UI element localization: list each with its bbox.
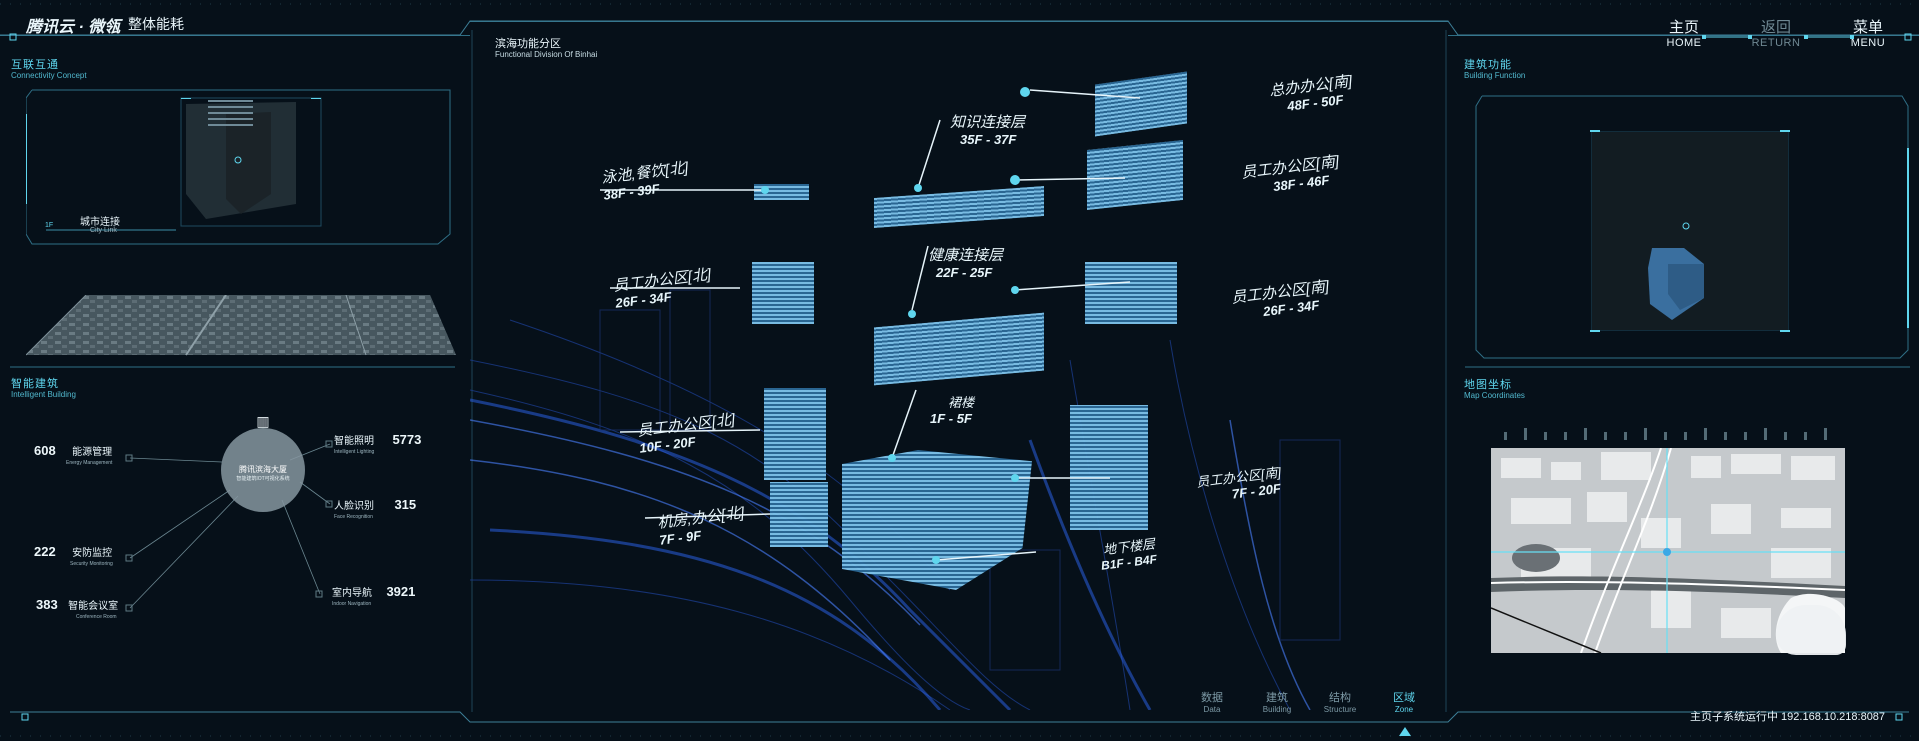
zone-knowledge-layer[interactable]: 知识连接层 35F - 37F — [950, 111, 1025, 147]
stat-security-value: 222 — [34, 544, 56, 559]
city-link-label: 城市连接 — [80, 217, 120, 228]
city-link-marker: 1F — [45, 222, 54, 229]
tab-structure[interactable]: 结构 Structure — [1315, 689, 1365, 714]
tab-building-label: 建筑 — [1266, 692, 1288, 704]
stat-energy-value: 608 — [34, 443, 56, 458]
stat-lighting-value: 5773 — [392, 432, 422, 447]
center-subtitle: Functional Division Of Binhai — [495, 50, 598, 59]
zone-knowledge-name: 知识连接层 — [950, 114, 1026, 131]
building-office-north-26 — [752, 262, 814, 324]
nav-return-en: RETURN — [1751, 37, 1801, 49]
nav-home-en: HOME — [1666, 37, 1702, 49]
nav-return[interactable]: 返回 RETURN — [1751, 16, 1801, 49]
stat-energy-en: Energy Management — [66, 460, 113, 466]
stat-face-label: 人脸识别 — [334, 501, 374, 512]
stat-conference-label: 智能会议室 — [68, 601, 119, 612]
tab-building[interactable]: 建筑 Building — [1255, 689, 1299, 714]
map-coordinates-subtitle: Map Coordinates — [1464, 391, 1525, 400]
tab-data-label: 数据 — [1201, 692, 1223, 704]
hub-subtitle: 智能建筑IOT可视化系统 — [236, 476, 290, 482]
stat-conference-value: 383 — [36, 597, 58, 612]
center-title: 滨海功能分区 — [495, 38, 561, 50]
pin-cloud-icon — [1776, 605, 1846, 655]
stat-security-en: Security Monitoring — [70, 561, 113, 567]
nav-menu-label: 菜单 — [1852, 19, 1883, 36]
stat-face[interactable]: 人脸识别 315 Face Recognition — [334, 496, 444, 520]
stat-lighting[interactable]: 智能照明 5773 Intelligent Lighting — [334, 431, 444, 455]
nav-menu[interactable]: 菜单 MENU — [1848, 16, 1888, 49]
system-status: 主页子系统运行中 192.168.10.218:8087 — [1690, 711, 1886, 723]
hub-building-icon: ▥ — [256, 413, 270, 429]
tab-structure-en: Structure — [1323, 705, 1357, 714]
intelligent-building-subtitle: Intelligent Building — [11, 390, 76, 399]
nav-home[interactable]: 主页 HOME — [1664, 16, 1704, 49]
stat-energy[interactable]: 608 能源管理 Energy Management — [34, 442, 134, 466]
stat-lighting-label: 智能照明 — [334, 436, 374, 447]
building-server-north — [770, 482, 828, 547]
intelligent-building-title: 智能建筑 — [11, 378, 59, 390]
building-office-north-10 — [764, 388, 826, 480]
hub-connectors — [125, 428, 333, 612]
building-function-subtitle: Building Function — [1464, 71, 1526, 80]
tab-zone-en: Zone — [1394, 705, 1414, 714]
tab-data-en: Data — [1203, 705, 1221, 714]
stat-security-label: 安防监控 — [72, 548, 113, 559]
connectivity-title: 互联互通 — [11, 59, 59, 71]
page-title: 整体能耗 — [128, 16, 184, 32]
stat-face-value: 315 — [394, 497, 417, 512]
building-function-panel — [1475, 95, 1909, 359]
nav-home-label: 主页 — [1668, 19, 1699, 36]
stat-lighting-en: Intelligent Lighting — [334, 449, 375, 455]
city-map-aerial — [26, 295, 456, 356]
tab-structure-label: 结构 — [1329, 692, 1351, 704]
stat-conference-en: Conference Room — [76, 614, 117, 620]
tab-zone-label: 区域 — [1393, 692, 1415, 704]
stat-security[interactable]: 222 安防监控 Security Monitoring — [34, 543, 134, 567]
zone-pointers — [600, 87, 1141, 564]
tab-building-en: Building — [1262, 705, 1292, 714]
zone-podium-floors: 1F - 5F — [930, 411, 972, 426]
zone-health-name: 健康连接层 — [928, 247, 1004, 264]
stat-navigation-value: 3921 — [386, 584, 416, 599]
stat-energy-label: 能源管理 — [72, 447, 113, 458]
active-tab-indicator-icon — [1399, 727, 1411, 736]
tab-zone[interactable]: 区域 Zone — [1384, 689, 1424, 714]
stat-conference[interactable]: 383 智能会议室 Conference Room — [36, 596, 146, 620]
building-office-south-26 — [1085, 262, 1177, 324]
map-coordinates-title: 地图坐标 — [1464, 379, 1512, 391]
zone-basement[interactable]: 地下楼层 B1F - B4F — [1098, 533, 1157, 573]
building-function-title: 建筑功能 — [1464, 59, 1512, 71]
brand-logo: 腾讯云 · 微瓴 — [26, 19, 121, 36]
stat-navigation[interactable]: 室内导航 3921 Indoor Navigation — [332, 583, 442, 607]
stat-face-en: Face Recognition — [334, 514, 373, 520]
nav-connector — [1702, 35, 1854, 39]
city-link-en: City Link — [90, 227, 117, 234]
nav-return-label: 返回 — [1760, 19, 1791, 36]
stat-navigation-label: 室内导航 — [332, 588, 372, 599]
tab-data[interactable]: 数据 Data — [1192, 689, 1232, 714]
connectivity-subtitle: Connectivity Concept — [11, 71, 87, 80]
zone-podium-name: 裙楼 — [948, 395, 975, 410]
map-ruler — [1504, 428, 1827, 440]
building-office-south-7 — [1070, 405, 1148, 530]
hub-title: 腾讯滨海大厦 — [239, 465, 287, 474]
connectivity-panel — [26, 89, 451, 245]
nav-menu-en: MENU — [1850, 37, 1886, 49]
zone-podium[interactable]: 裙楼 1F - 5F — [930, 392, 974, 426]
city-flow-background — [470, 289, 1341, 710]
zone-health-floors: 22F - 25F — [936, 265, 993, 280]
zone-knowledge-floors: 35F - 37F — [960, 132, 1017, 147]
zone-health-layer[interactable]: 健康连接层 22F - 25F — [928, 244, 1003, 280]
stat-navigation-en: Indoor Navigation — [332, 601, 372, 607]
